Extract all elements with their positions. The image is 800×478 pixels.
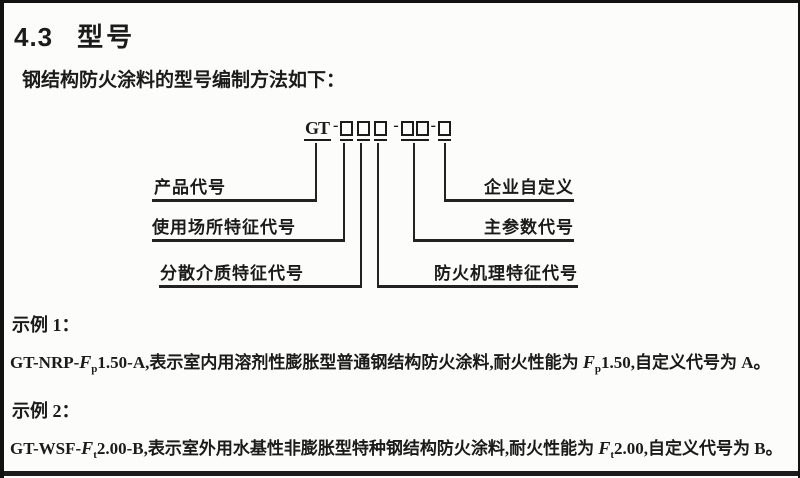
connector-vline bbox=[444, 143, 446, 202]
f-subscript: p bbox=[91, 363, 98, 375]
code-text: GT-WSF- bbox=[10, 439, 82, 458]
description-text: 2.00-B,表示室外用水基性非膨胀型特种钢结构防火涂料,耐火性能为 bbox=[96, 439, 599, 458]
diagram-label-usage-place: 使用场所特征代号 bbox=[152, 218, 296, 237]
example-2-label: 示例 2： bbox=[12, 401, 80, 421]
empty-box-icon bbox=[415, 121, 429, 136]
f-subscript: t bbox=[93, 449, 97, 461]
code-hyphen: - bbox=[393, 117, 399, 134]
diagram-label-product-code: 产品代号 bbox=[154, 178, 226, 197]
connector-hline bbox=[444, 199, 574, 202]
connector-hline bbox=[152, 239, 345, 242]
example-2-text: GT-WSF-Ft2.00-B,表示室外用水基性非膨胀型特种钢结构防火涂料,耐火… bbox=[10, 434, 798, 461]
f-subscript: p bbox=[594, 363, 601, 375]
empty-box-icon bbox=[400, 121, 414, 136]
diagram-label-dispersion-medium: 分散介质特征代号 bbox=[160, 264, 304, 283]
empty-box-icon bbox=[357, 121, 371, 136]
connector-vline bbox=[343, 143, 345, 242]
intro-text: 钢结构防火涂料的型号编制方法如下： bbox=[22, 70, 346, 91]
code-box bbox=[357, 121, 371, 141]
diagram-label-fire-mechanism: 防火机理特征代号 bbox=[434, 264, 578, 283]
page-bottom-rule bbox=[4, 471, 798, 476]
connector-vline bbox=[413, 143, 415, 242]
description-text: 1.50-A,表示室内用溶剂性膨胀型普通钢结构防火涂料,耐火性能为 bbox=[97, 353, 583, 372]
empty-box-icon bbox=[374, 121, 388, 136]
description-text: 2.00,自定义代号为 B。 bbox=[614, 439, 783, 458]
example-1-text: GT-NRP-Fp1.50-A,表示室内用溶剂性膨胀型普通钢结构防火涂料,耐火性… bbox=[10, 348, 798, 375]
section-title: 型号 bbox=[77, 22, 136, 52]
f-symbol: F bbox=[79, 352, 92, 372]
f-subscript: t bbox=[610, 449, 615, 461]
section-heading: 4.3 型号 bbox=[14, 17, 135, 54]
empty-box-icon bbox=[438, 121, 451, 136]
connector-hline bbox=[159, 285, 362, 288]
empty-box-icon bbox=[340, 121, 354, 136]
code-prefix: GT bbox=[304, 119, 332, 141]
f-symbol: F bbox=[598, 438, 611, 458]
f-symbol: F bbox=[81, 438, 94, 458]
f-symbol: F bbox=[582, 352, 595, 372]
code-text: GT-NRP- bbox=[10, 353, 80, 372]
connector-hline bbox=[377, 285, 578, 288]
diagram-label-main-parameter: 主参数代号 bbox=[484, 218, 574, 237]
connector-vline bbox=[377, 143, 379, 288]
connector-vline bbox=[315, 143, 317, 202]
code-box bbox=[438, 121, 451, 141]
example-1-label: 示例 1： bbox=[12, 315, 80, 335]
code-hyphen: - bbox=[430, 117, 436, 134]
connector-vline bbox=[360, 143, 362, 288]
code-box bbox=[340, 121, 354, 141]
connector-hline bbox=[413, 239, 574, 242]
connector-hline bbox=[152, 199, 317, 202]
description-text: 1.50,自定义代号为 A。 bbox=[600, 353, 771, 372]
model-code-line: GT - - - bbox=[304, 115, 451, 141]
code-hyphen: - bbox=[333, 117, 339, 134]
code-box-pair bbox=[400, 121, 429, 141]
diagram-label-enterprise-custom: 企业自定义 bbox=[484, 178, 574, 197]
code-box bbox=[374, 121, 388, 141]
section-number: 4.3 bbox=[14, 22, 54, 52]
